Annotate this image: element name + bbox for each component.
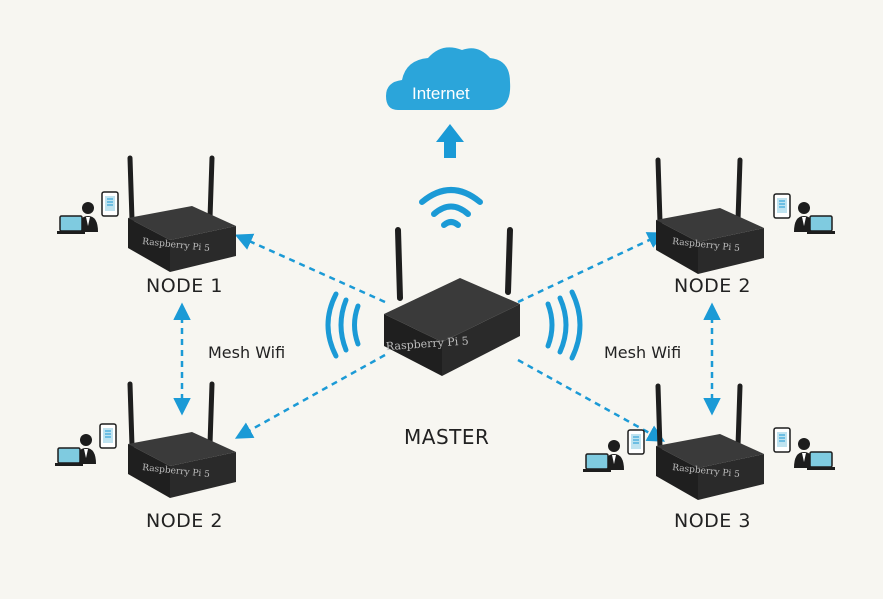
mesh-wifi-label-right: Mesh Wifi [604, 343, 682, 362]
wifi-signal-icon [545, 289, 583, 361]
node-2-top-label: NODE 2 [674, 275, 751, 297]
user-tablet-icon [773, 427, 791, 453]
wifi-signal-icon [419, 187, 483, 228]
router-icon [128, 384, 236, 498]
mesh-connections [173, 232, 721, 442]
cloud-icon [386, 47, 511, 110]
router-icon [384, 227, 520, 376]
master-label: MASTER [404, 425, 490, 449]
user-laptop-icon [56, 201, 99, 235]
arrow-icon [436, 124, 464, 158]
node-2-bottom-label: NODE 2 [146, 510, 223, 532]
user-laptop-icon [582, 439, 625, 473]
mesh-wifi-label-left: Mesh Wifi [208, 343, 286, 362]
router-icon [656, 160, 764, 274]
user-laptop-icon [793, 201, 836, 235]
user-tablet-icon [627, 429, 645, 455]
router-icon [128, 158, 236, 272]
node-3-label: NODE 3 [674, 510, 751, 532]
node-1-label: NODE 1 [146, 275, 223, 297]
user-tablet-icon [773, 193, 791, 219]
user-tablet-icon [99, 423, 117, 449]
user-tablet-icon [101, 191, 119, 217]
master-device-text: Raspberry Pi 5 [385, 334, 469, 353]
user-laptop-icon [54, 433, 97, 467]
internet-label: Internet [412, 84, 470, 103]
wifi-signal-icon [325, 291, 361, 359]
router-icon [656, 386, 764, 500]
user-laptop-icon [793, 437, 836, 471]
